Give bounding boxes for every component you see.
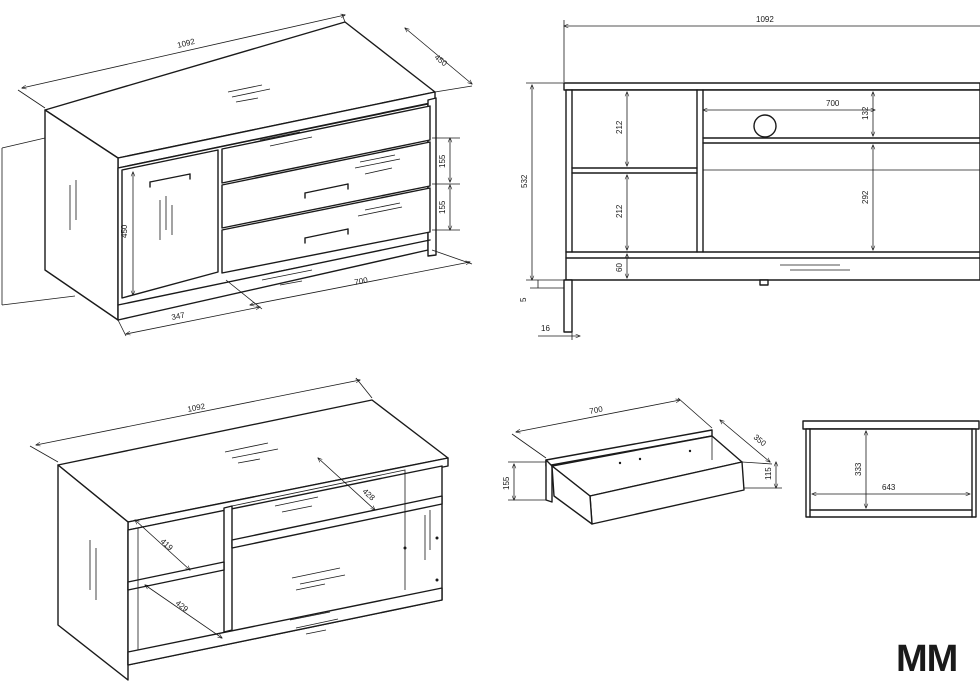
iso-closed-width-label: 1092 [176,37,196,50]
shelf-pin-holes [403,536,439,582]
front-width-label: 1092 [756,15,774,24]
front-right-upper-label: 132 [861,106,870,120]
front-right-lower-label: 292 [861,190,870,204]
iso-closed-drawers-width-label: 700 [354,275,369,286]
iso-closed-drawer-bottom-label: 155 [438,200,447,214]
drawer-inner-height-label: 115 [764,467,773,480]
section-view: 333 643 [802,420,980,518]
front-left-upper-label: 212 [615,120,624,134]
front-foot-label: 5 [519,297,528,302]
iso-closed-door-width-label: 347 [171,310,186,321]
iso-open-width-label: 1092 [187,402,207,414]
drawer-width-label: 700 [589,404,604,415]
iso-closed-door-height-label: 450 [120,224,129,238]
front-height-label: 532 [520,174,529,188]
section-height-label: 333 [854,462,863,476]
drawer-view: 700 350 155 115 [502,397,782,525]
drawer-depth-label: 350 [752,433,768,449]
drawer-outer-height-label: 155 [502,476,511,490]
iso-closed-drawer-top-label: 155 [438,154,447,168]
iso-open-view: 1092 428 419 429 [29,377,449,681]
brand-logo: MM [896,638,958,680]
front-view: 1092 532 700 212 212 132 292 60 5 16 [519,15,980,340]
front-shelf-width-label: 700 [826,99,840,108]
iso-closed-view: 1092 450 450 155 155 347 700 [1,14,472,337]
front-left-lower-label: 212 [615,204,624,218]
front-leg-width-label: 16 [541,324,550,333]
section-width-label: 643 [882,483,896,492]
front-plinth-label: 60 [615,263,624,272]
iso-closed-depth-label: 450 [433,53,449,69]
